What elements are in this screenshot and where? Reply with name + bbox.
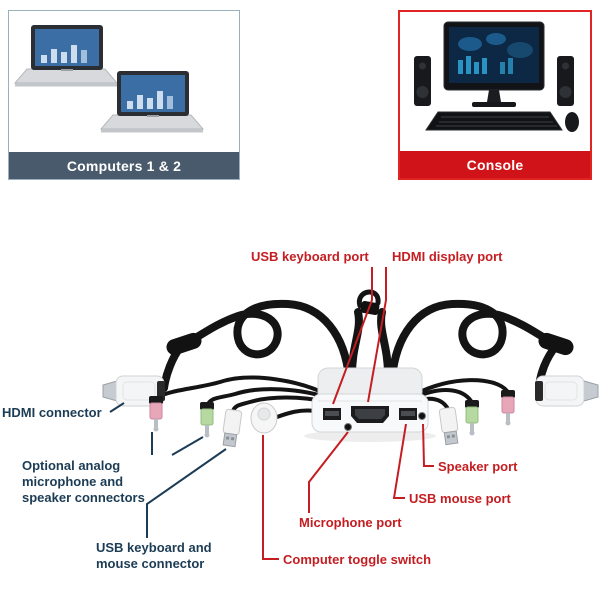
usb-plug-left	[222, 408, 243, 448]
leader-hdmi-connector	[109, 402, 125, 413]
leader-speaker-plug	[171, 436, 204, 456]
leader-usb-keyboard-port	[332, 267, 373, 405]
console-banner-label: Console	[466, 156, 524, 173]
cable-top-right	[377, 308, 392, 378]
speaker-left-icon	[414, 56, 431, 106]
hdmi-plug-right	[535, 375, 599, 407]
callout-computer-toggle-switch: Computer toggle switch	[283, 552, 432, 567]
toggle-switch-button	[250, 402, 278, 434]
computers-banner-label: Computers 1 & 2	[66, 157, 182, 174]
microphone-plug-right	[501, 390, 515, 426]
leader-usb-plug	[146, 448, 227, 538]
monitor-icon	[443, 21, 545, 107]
accessory-cables	[156, 375, 509, 419]
callout-analog-connectors: Optional analog microphone and speaker c…	[22, 458, 145, 505]
callout-usb-mouse-port: USB mouse port	[409, 491, 511, 506]
cable-top-loop	[356, 289, 381, 309]
callout-hdmi-connector: HDMI connector	[2, 405, 102, 420]
usb-keyboard-port	[323, 408, 341, 420]
dark-leader-lines	[109, 402, 227, 538]
speaker-plug-right	[465, 400, 479, 436]
console-illustration	[400, 12, 590, 151]
callout-usb-keyboard-port: USB keyboard port	[251, 249, 369, 264]
computers-banner: Computers 1 & 2	[9, 152, 239, 179]
leader-speaker-port	[422, 423, 434, 467]
usb-plug-right	[438, 406, 459, 446]
callout-hdmi-display-port: HDMI display port	[392, 249, 503, 264]
callout-speaker-port: Speaker port	[438, 459, 518, 474]
hdmi-display-port	[351, 406, 389, 423]
kvm-switch-body	[311, 367, 429, 433]
console-banner: Console	[400, 151, 590, 178]
leader-microphone-port	[308, 431, 349, 513]
leader-usb-mouse-port	[392, 423, 407, 499]
red-leader-lines	[262, 267, 434, 560]
speaker-port	[418, 412, 426, 420]
keyboard-icon	[425, 111, 563, 131]
microphone-port	[344, 423, 352, 431]
speaker-right-icon	[557, 56, 574, 106]
ferrite-bead-right	[538, 332, 574, 356]
usb-mouse-port	[399, 408, 417, 420]
callout-microphone-port: Microphone port	[299, 515, 402, 530]
computers-panel: Computers 1 & 2	[8, 10, 240, 180]
console-panel: Console	[398, 10, 592, 180]
speaker-plug-left	[200, 402, 214, 438]
computers-illustration	[9, 11, 239, 152]
mouse-icon	[565, 112, 579, 132]
microphone-plug-left	[149, 396, 163, 432]
cable-left-coil	[179, 299, 353, 382]
leader-hdmi-display-port	[367, 267, 387, 403]
callout-usb-keyboard-mouse-connector: USB keyboard and mouse connector	[96, 540, 212, 571]
cable-right-coil	[388, 299, 561, 382]
leader-toggle-switch	[262, 435, 279, 560]
desktop-computer-icon	[414, 21, 579, 132]
ferrite-bead-left	[166, 332, 202, 356]
